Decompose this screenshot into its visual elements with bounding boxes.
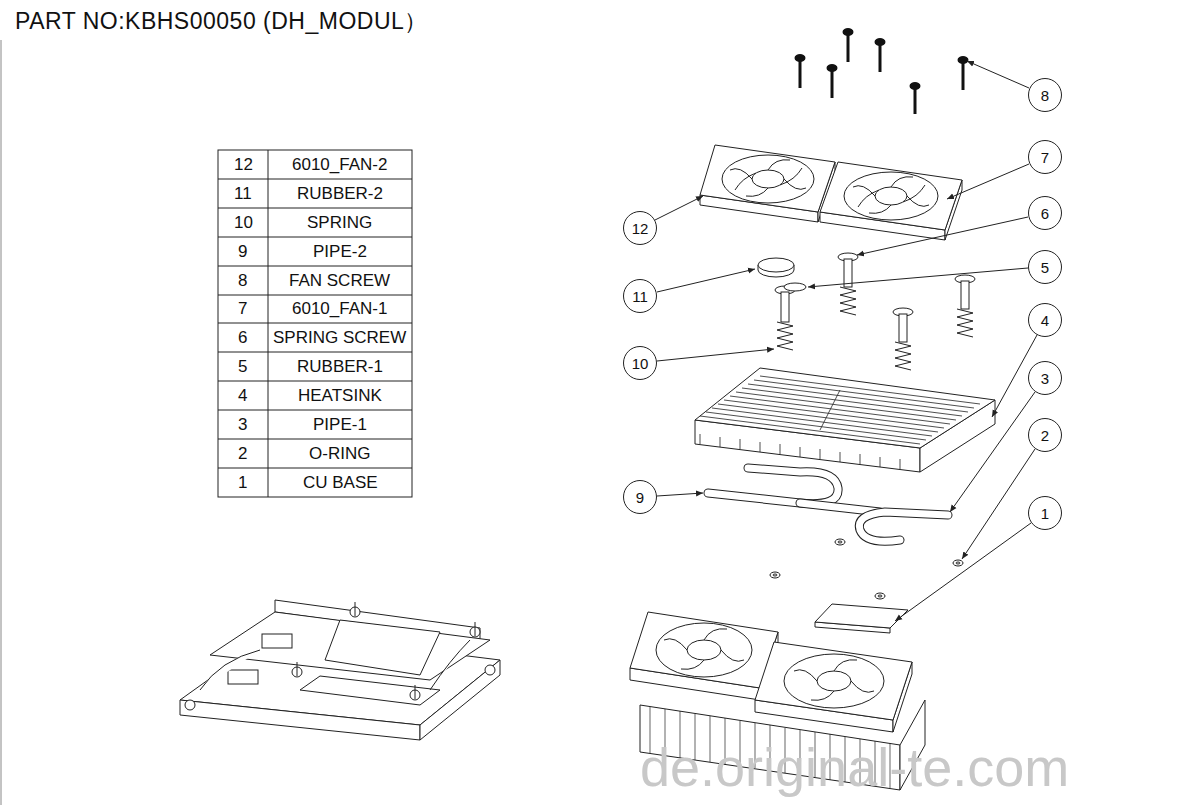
table-number: 4: [238, 386, 247, 406]
callout-number: 11: [623, 279, 657, 313]
callout-number: 7: [1028, 140, 1062, 174]
callout-number: 9: [623, 480, 657, 514]
table-number: 3: [238, 415, 247, 435]
watermark: de.original-te.com: [640, 736, 1069, 798]
table-number: 10: [234, 213, 253, 233]
callout-number: 6: [1028, 196, 1062, 230]
table-number: 1: [238, 473, 247, 493]
callout-text: 7: [1041, 150, 1049, 165]
table-number: 8: [238, 271, 247, 291]
part-name: O-RING: [309, 444, 370, 464]
part-name: 6010_FAN-1: [292, 299, 387, 319]
table-number: 11: [234, 184, 252, 204]
part-name: HEATSINK: [298, 386, 382, 406]
part-name: RUBBER-2: [297, 184, 383, 204]
callout-number: 5: [1028, 250, 1062, 284]
part-name: CU BASE: [303, 473, 378, 493]
callout-number: 12: [623, 211, 657, 245]
callout-text: 1: [1041, 506, 1049, 521]
callout-text: 3: [1041, 371, 1049, 386]
callout-text: 6: [1041, 206, 1049, 221]
callout-number: 10: [623, 346, 657, 380]
part-name: RUBBER-1: [297, 357, 383, 377]
callout-number: 2: [1028, 418, 1062, 452]
callout-text: 8: [1041, 88, 1049, 103]
callout-number: 1: [1028, 496, 1062, 530]
table-number: 9: [238, 242, 247, 262]
part-name: PIPE-1: [313, 415, 367, 435]
part-name: SPRING: [307, 213, 372, 233]
callout-text: 9: [636, 490, 644, 505]
callout-number: 4: [1028, 303, 1062, 337]
callout-text: 5: [1041, 260, 1049, 275]
callout-text: 11: [632, 289, 648, 304]
table-number: 6: [238, 328, 247, 348]
part-name: FAN SCREW: [289, 271, 390, 291]
callout-text: 10: [632, 356, 649, 371]
page-title: PART NO:KBHS00050 (DH_MODUL）: [15, 8, 428, 34]
callout-text: 2: [1041, 428, 1049, 443]
part-name: PIPE-2: [313, 242, 367, 262]
callout-text: 12: [632, 221, 649, 236]
table-number: 7: [238, 299, 247, 319]
part-name: 6010_FAN-2: [292, 155, 387, 175]
part-name: SPRING SCREW: [273, 328, 406, 348]
callout-number: 8: [1028, 78, 1062, 112]
table-number: 12: [234, 155, 253, 175]
callout-text: 4: [1041, 313, 1049, 328]
table-number: 2: [238, 444, 247, 464]
table-number: 5: [238, 357, 247, 377]
callout-number: 3: [1028, 361, 1062, 395]
